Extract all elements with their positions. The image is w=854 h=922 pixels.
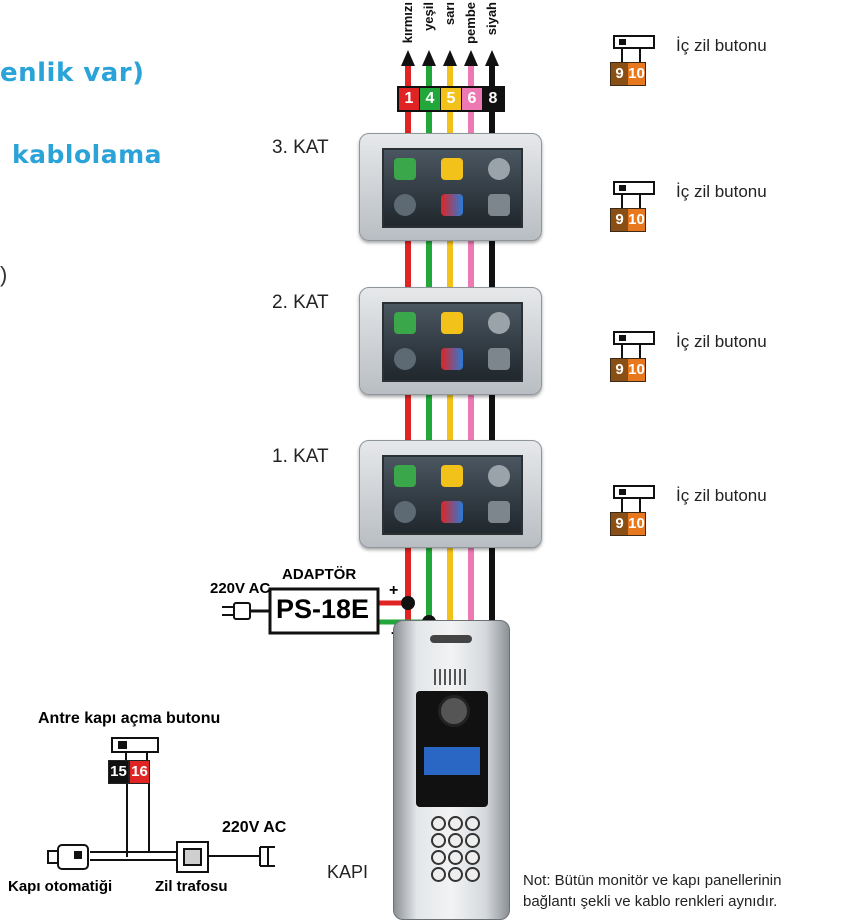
header-line-1: enlik var) [0,58,145,88]
keypad-key[interactable] [465,833,480,848]
bell-button-icons [613,35,655,512]
camera-module [416,691,488,807]
monitor-app-icon [394,348,416,370]
door-panel-label: KAPI [327,862,369,882]
bell-terminals-0: 9 10 [610,512,646,536]
wire-label-black: siyah [484,2,499,36]
bell-terminals-1: 9 10 [610,358,646,382]
door-lock-icon [47,844,89,870]
keypad-key[interactable] [431,833,446,848]
terminal-9: 9 [611,63,628,85]
floor-label-1: 1. KAT [272,446,329,467]
adapter-box [268,587,380,635]
mains-plug-icon [259,846,275,867]
bell-label-0: İç zil butonu [676,486,767,505]
terminal-15: 15 [108,760,129,784]
floor-label-3: 3. KAT [272,137,329,158]
monitor-app-icon [394,194,416,216]
keypad-key[interactable] [448,833,463,848]
adapter-input-label: 220V AC [210,580,271,597]
keypad-key[interactable] [431,867,446,882]
terminal-10: 10 [628,63,645,85]
keypad-key[interactable] [465,867,480,882]
keypad-key[interactable] [465,816,480,831]
adapter-title: ADAPTÖR [282,566,357,583]
intercom-app-icon [394,158,416,180]
wire-label-red: kırmızı [400,2,415,44]
wire-label-pink: pembe [463,2,478,44]
door-panel [393,620,510,920]
speaker-grille [434,669,468,685]
intercom-app-icon [394,312,416,334]
adapter-plus: + [389,582,399,599]
mains-label: 220V AC [222,819,287,836]
settings-app-icon [488,348,510,370]
door-lock-label: Kapı otomatiği [8,878,113,895]
keypad-key[interactable] [448,850,463,865]
terminal-10: 10 [628,359,645,381]
bell-terminals-3: 9 10 [610,62,646,86]
alarm-app-icon [441,158,463,180]
terminal-9: 9 [611,209,628,231]
header-line-2: kablolama [12,140,162,169]
bell-label-3: İç zil butonu [676,36,767,55]
shield-app-icon [441,348,463,370]
keypad-key[interactable] [465,850,480,865]
floor-label-2: 2. KAT [272,292,329,313]
camera-app-icon [488,312,510,334]
bell-label-1: İç zil butonu [676,332,767,351]
terminal-16: 16 [129,760,150,784]
wire-number-strip: 1 4 5 6 8 [397,86,505,112]
camera-app-icon [488,158,510,180]
bell-terminals-2: 9 10 [610,208,646,232]
shield-app-icon [441,501,463,523]
terminal-10: 10 [628,209,645,231]
monitor-floor-1 [359,440,542,548]
terminal-10: 10 [628,513,645,535]
transformer-icon [176,841,209,873]
wire-number-5: 5 [441,88,462,110]
monitor-screen [382,302,523,382]
keypad-key[interactable] [431,850,446,865]
wire-label-yellow: sarı [442,2,457,26]
wire-arrows [401,50,499,66]
panel-logo [430,635,472,643]
settings-app-icon [488,194,510,216]
entry-circuit [90,737,260,861]
wire-number-4: 4 [420,88,441,110]
monitor-screen [382,455,523,535]
camera-lens-icon [438,695,470,727]
monitor-app-icon [394,501,416,523]
camera-app-icon [488,465,510,487]
settings-app-icon [488,501,510,523]
terminal-9: 9 [611,359,628,381]
wire-number-6: 6 [462,88,483,110]
monitor-screen [382,148,523,228]
terminal-9: 9 [611,513,628,535]
adapter-model: PS-18E [276,594,370,624]
wire-label-green: yeşil [421,2,436,31]
shield-app-icon [441,194,463,216]
wire-number-8: 8 [483,88,503,110]
wire-number-1: 1 [399,88,420,110]
header-line-3: ) [0,262,8,287]
bell-label-2: İç zil butonu [676,182,767,201]
entry-button-title: Antre kapı açma butonu [38,710,221,727]
panel-display [424,747,480,775]
keypad-key[interactable] [448,867,463,882]
alarm-app-icon [441,312,463,334]
monitor-floor-2 [359,287,542,395]
monitor-floor-3 [359,133,542,241]
note-line-2: bağlantı şekli ve kablo renkleri aynıdır… [523,893,778,910]
alarm-app-icon [441,465,463,487]
note-line-1: Not: Bütün monitör ve kapı panellerinin [523,872,782,889]
keypad-key[interactable] [431,816,446,831]
plug-icon [222,602,270,620]
entry-terminals: 15 16 [108,760,150,784]
intercom-app-icon [394,465,416,487]
transformer-label: Zil trafosu [155,878,228,895]
keypad-key[interactable] [448,816,463,831]
